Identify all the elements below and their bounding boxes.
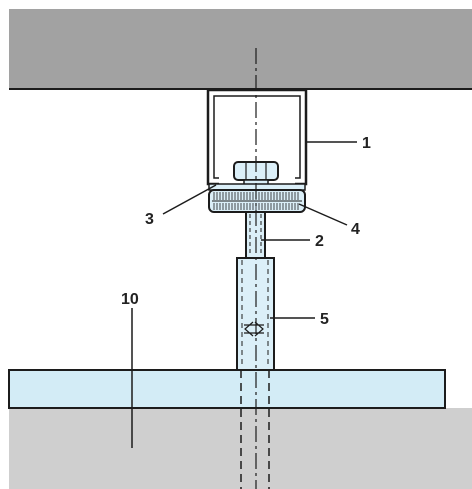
callout-3: 3 (145, 211, 154, 228)
rod-hidden-lines (240, 370, 270, 489)
callout-2: 2 (315, 233, 324, 250)
floor-plate (8, 369, 446, 409)
threaded-rod (245, 211, 266, 259)
callout-4: 4 (351, 221, 360, 238)
leader-lines (131, 141, 357, 448)
wheel-nut (208, 189, 306, 213)
ceiling-slab (9, 9, 472, 90)
callout-5: 5 (320, 311, 329, 328)
callout-1: 1 (362, 135, 371, 152)
callout-10: 10 (121, 291, 139, 308)
